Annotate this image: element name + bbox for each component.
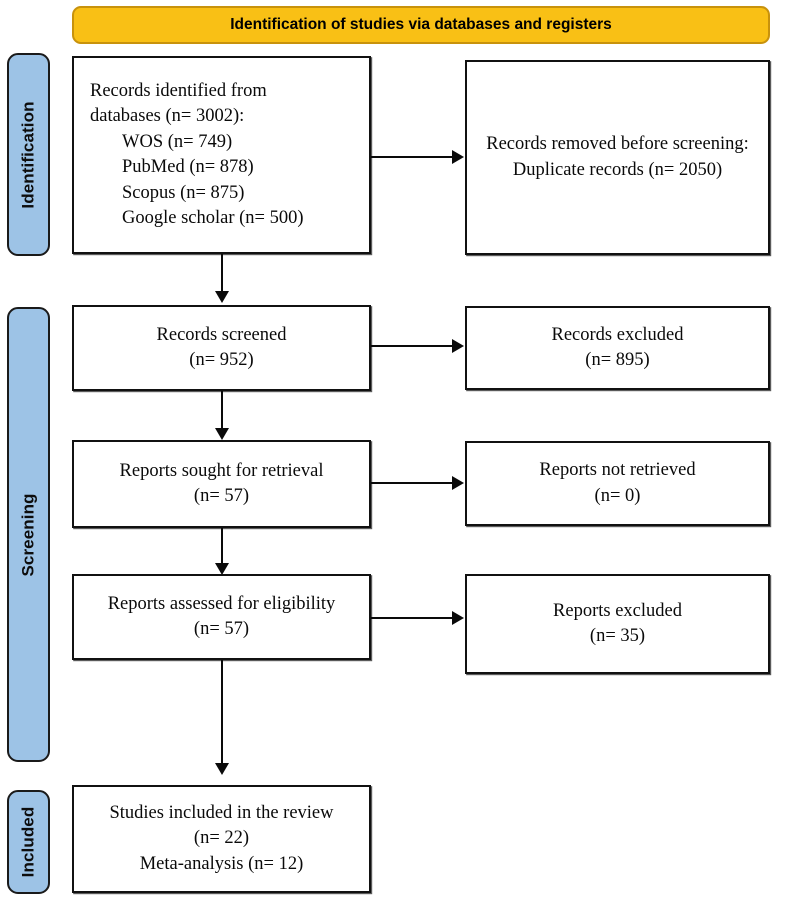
arrowhead-sought-to-not-retrieved [452, 475, 464, 490]
identification-banner: Identification of studies via databases … [72, 6, 770, 44]
arrowhead-screened-to-sought [214, 428, 229, 440]
phase-label-identification: Identification [18, 100, 38, 209]
node-line: Records identified from [90, 80, 267, 101]
node-line: (n= 57) [193, 619, 250, 639]
arrowhead-identified-to-removed [452, 149, 464, 164]
node-line: (n= 952) [189, 350, 254, 370]
banner-title: Identification of studies via databases … [230, 16, 612, 33]
connector-sought-to-assessed [221, 528, 224, 568]
connector-identified-to-screened [221, 254, 224, 292]
connector-assessed-to-included [221, 660, 224, 765]
node-line: databases (n= 3002): [90, 106, 245, 126]
connector-screened-to-sought [221, 391, 224, 433]
phase-pill-included: Included [7, 790, 50, 894]
node-records-identified: Records identified from databases (n= 30… [72, 56, 371, 254]
connector-assessed-to-excluded [371, 617, 453, 620]
node-studies-included: Studies included in the review (n= 22) M… [72, 785, 371, 893]
node-records-screened: Records screened (n= 952) [72, 305, 371, 391]
arrowhead-screened-to-excluded [452, 338, 464, 353]
node-line: WOS (n= 749) [122, 131, 233, 152]
arrowhead-assessed-to-included [214, 763, 229, 775]
connector-identified-to-removed [371, 156, 453, 159]
connector-sought-to-not-retrieved [371, 482, 453, 485]
node-line: Records excluded [551, 324, 684, 345]
node-line: Meta-analysis (n= 12) [139, 853, 304, 874]
node-line: (n= 0) [594, 485, 641, 506]
phase-pill-screening: Screening [7, 307, 50, 762]
node-reports-not-retrieved: Reports not retrieved (n= 0) [465, 441, 770, 526]
phase-label-screening: Screening [18, 492, 38, 577]
arrowhead-sought-to-assessed [214, 563, 229, 575]
node-line: Google scholar (n= 500) [122, 208, 304, 228]
phase-pill-identification: Identification [7, 53, 50, 256]
node-reports-sought: Reports sought for retrieval (n= 57) [72, 440, 371, 528]
node-line: Duplicate records (n= 2050) [512, 159, 723, 180]
node-reports-excluded: Reports excluded (n= 35) [465, 574, 770, 674]
node-line: (n= 895) [585, 350, 650, 370]
node-reports-assessed: Reports assessed for eligibility (n= 57) [72, 574, 371, 660]
node-line: (n= 35) [589, 626, 646, 646]
node-line: PubMed (n= 878) [122, 157, 254, 177]
node-records-removed: Records removed before screening: Duplic… [465, 60, 770, 255]
connector-screened-to-excluded [371, 345, 453, 348]
arrowhead-identified-to-screened [214, 291, 229, 303]
node-line: Studies included in the review [109, 802, 334, 823]
node-line: Reports excluded [553, 600, 682, 621]
node-line: Scopus (n= 875) [122, 182, 245, 203]
arrowhead-assessed-to-excluded [452, 610, 464, 625]
node-line: Reports assessed for eligibility [107, 593, 336, 614]
node-line: Records removed before screening: [486, 134, 749, 154]
phase-label-included: Included [18, 806, 38, 878]
node-line: (n= 57) [193, 486, 250, 506]
node-records-excluded: Records excluded (n= 895) [465, 306, 770, 390]
node-line: Reports not retrieved [539, 460, 696, 480]
node-line: (n= 22) [193, 828, 250, 849]
node-line: Records screened [156, 324, 287, 345]
node-line: Reports sought for retrieval [119, 460, 324, 481]
